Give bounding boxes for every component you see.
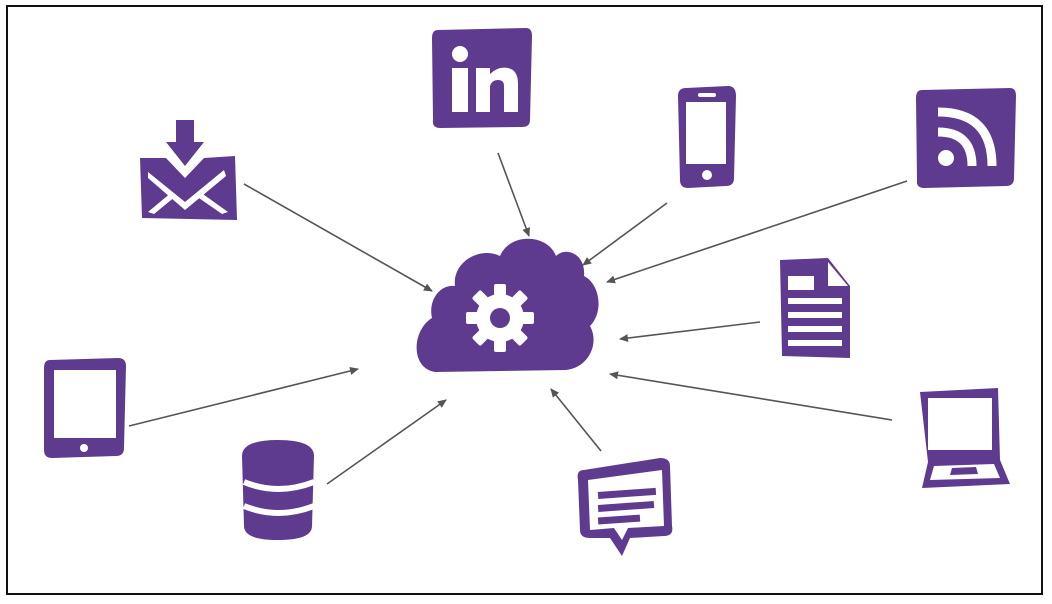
smartphone-icon (678, 86, 736, 188)
chat-bubble-icon (577, 458, 673, 556)
arrow-rss (606, 180, 908, 284)
arrow-tablet (128, 367, 359, 427)
gear (466, 284, 534, 352)
arrow-document (619, 321, 761, 343)
rss-icon (916, 88, 1016, 188)
arrows (128, 152, 908, 485)
email-download-icon (140, 120, 237, 220)
tablet-icon (44, 358, 126, 458)
arrow-linkedin (497, 152, 530, 237)
arrow-chat (550, 388, 602, 452)
linkedin-icon (432, 28, 532, 128)
document-icon (780, 258, 850, 358)
laptop-icon (920, 388, 1010, 488)
arrow-database (326, 399, 447, 485)
database-icon (242, 440, 316, 540)
arrow-email (243, 183, 433, 292)
cloud-gear-icon (416, 238, 599, 372)
arrow-laptop (609, 371, 893, 421)
arrow-smartphone (582, 202, 668, 266)
